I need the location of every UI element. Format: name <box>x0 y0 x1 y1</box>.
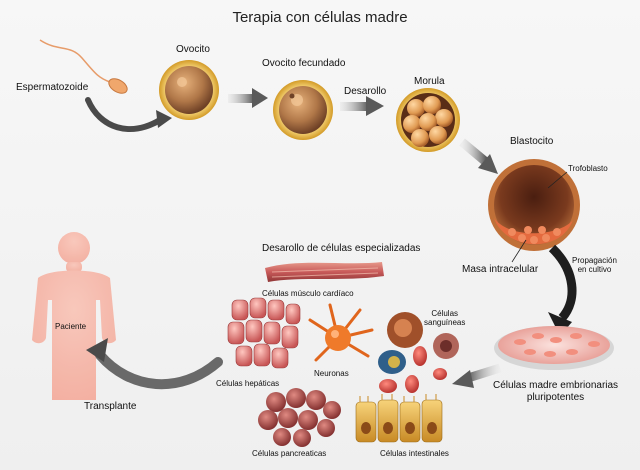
label-propagacion-line1: Propagación <box>572 256 617 265</box>
liver-cells-illustration <box>227 297 301 369</box>
petri-dish-illustration <box>494 326 614 370</box>
label-hepaticas: Células hepáticas <box>216 379 280 388</box>
label-pluripotentes-line2: pluripotentes <box>526 391 585 403</box>
arrow-fecundado-to-morula <box>340 96 384 116</box>
diagram-title: Terapia con células madre <box>232 9 408 26</box>
label-propagacion-line2: en cultivo <box>577 265 612 275</box>
arrow-sperm-to-ovocito <box>85 97 163 132</box>
label-ovocito: Ovocito <box>176 44 210 55</box>
label-espermatozoide: Espermatozoide <box>16 82 89 93</box>
label-masa-intracelular: Masa intracelular <box>462 264 539 275</box>
pancreatic-cells-illustration <box>258 388 341 447</box>
arrow-ovocito-to-fecundado <box>228 88 268 108</box>
label-blastocito: Blastocito <box>510 136 554 147</box>
sperm-illustration <box>39 39 128 94</box>
label-trofoblasto: Trofoblasto <box>568 164 608 173</box>
label-especializadas: Desarollo de células especializadas <box>262 243 421 254</box>
arrow-blastocito-to-dish <box>548 244 577 336</box>
label-morula: Morula <box>414 76 445 87</box>
label-propagacion: Propagación en cultivo <box>572 256 617 274</box>
blastocito-illustration <box>488 159 580 251</box>
neuron-illustration <box>308 303 374 362</box>
label-pancreaticas: Células pancreaticas <box>252 449 327 458</box>
ovocito-fecundado-illustration <box>273 80 333 140</box>
arrow-dish-to-cells <box>452 363 502 388</box>
arrowhead <box>156 110 172 128</box>
label-ovocito-fecundado: Ovocito fecundado <box>262 58 346 69</box>
trofoblasto-leader <box>547 171 568 189</box>
label-desarollo: Desarollo <box>344 86 387 97</box>
label-sanguineas-line1: Células <box>431 309 459 318</box>
label-neuronas: Neuronas <box>314 369 349 378</box>
patient-silhouette <box>32 232 116 400</box>
blood-cells-illustration <box>378 312 459 393</box>
label-pluripotentes-line1: Células madre embrionarias <box>493 380 619 391</box>
arrow-morula-to-blastocito <box>459 138 498 174</box>
label-pluripotentes: Células madre embrionarias pluripotentes <box>493 380 618 403</box>
label-sanguineas-line2: sanguíneas <box>424 318 466 328</box>
label-transplante: Transplante <box>84 401 137 412</box>
intestinal-cells-illustration <box>355 394 443 443</box>
ovocito-illustration <box>159 60 219 120</box>
label-paciente: Paciente <box>55 322 87 331</box>
morula-illustration <box>396 88 460 152</box>
arrow-cells-to-patient <box>86 338 223 390</box>
masa-leader <box>511 239 527 263</box>
label-sanguineas: Células sanguíneas <box>424 309 465 327</box>
cardiac-muscle-illustration <box>265 262 384 282</box>
label-intestinales: Células intestinales <box>380 449 449 458</box>
label-musculo: Células músculo cardíaco <box>262 289 354 298</box>
